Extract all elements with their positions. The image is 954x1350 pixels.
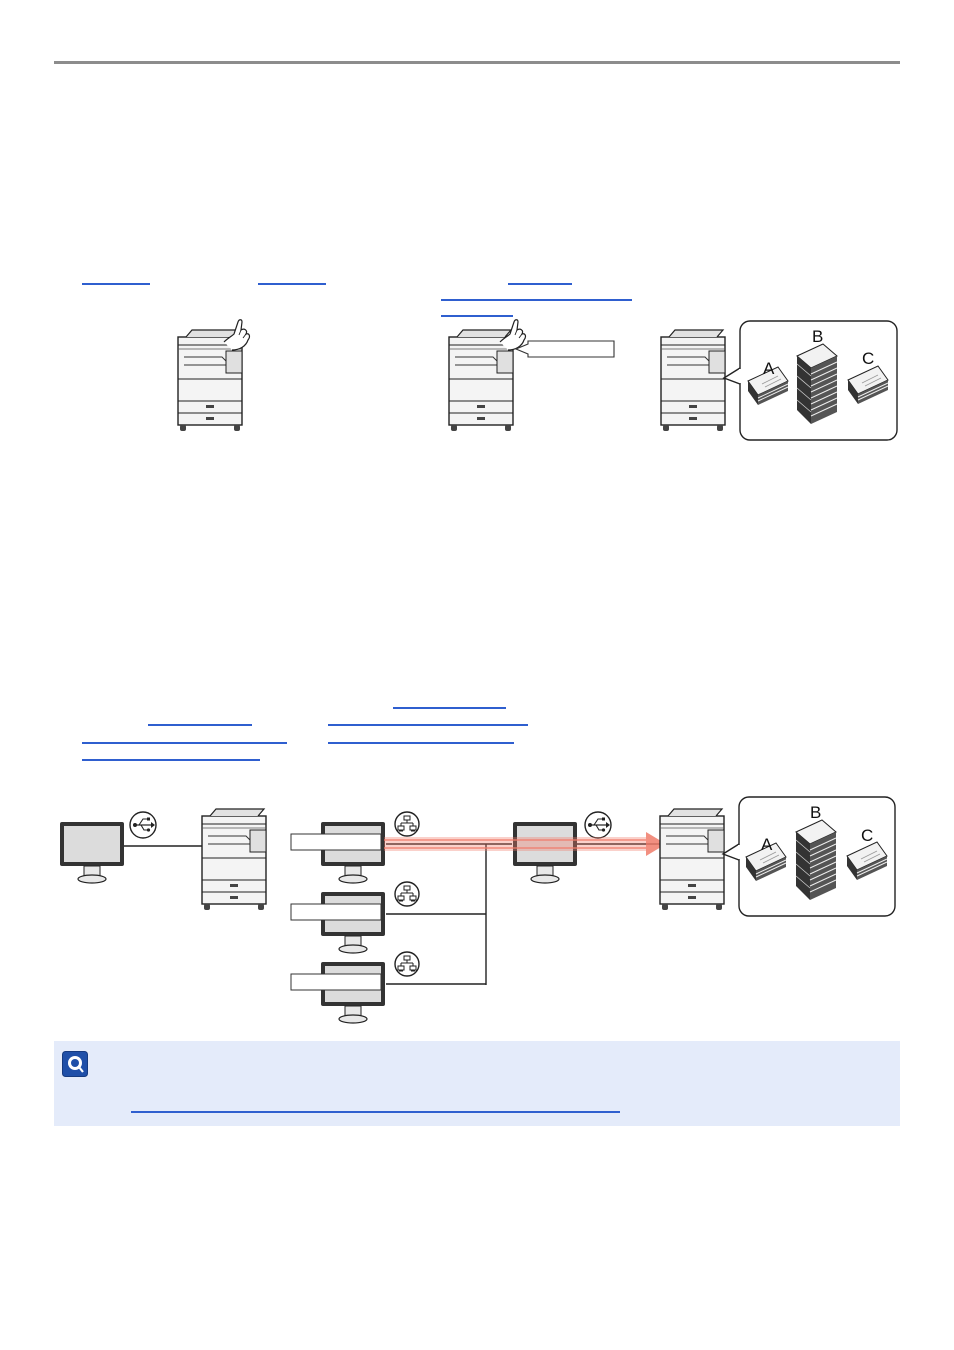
- monitor-4: [320, 961, 386, 1024]
- stack-b: [795, 819, 837, 901]
- note-link[interactable]: [131, 1111, 620, 1113]
- link-5[interactable]: [441, 315, 513, 317]
- note-box: [54, 1041, 900, 1126]
- pc-label-box: [290, 903, 382, 921]
- callout-box: [514, 340, 615, 358]
- usb-icon: [584, 811, 612, 839]
- printer-3: [660, 329, 726, 432]
- link-3[interactable]: [508, 283, 572, 285]
- illustrations: A B C A B C: [59, 319, 898, 1024]
- link-6[interactable]: [393, 707, 506, 709]
- stack-label-c: C: [861, 826, 873, 845]
- network-icon: [394, 881, 420, 907]
- monitor-2: [320, 821, 386, 884]
- header-rule: [54, 61, 900, 64]
- stack-label-a: A: [761, 835, 773, 854]
- monitor-3: [320, 891, 386, 954]
- data-flow-arrow: [384, 837, 646, 851]
- link-2[interactable]: [258, 283, 326, 285]
- link-7[interactable]: [148, 724, 252, 726]
- monitor-server: [512, 821, 578, 884]
- usb-icon: [129, 811, 157, 839]
- note-icon: [62, 1051, 88, 1077]
- link-4[interactable]: [441, 299, 632, 301]
- link-8[interactable]: [328, 724, 528, 726]
- printer-5: [659, 808, 725, 911]
- link-11[interactable]: [82, 759, 260, 761]
- stack-label-c: C: [862, 349, 874, 368]
- link-1[interactable]: [82, 283, 150, 285]
- pc-label-box: [290, 833, 382, 851]
- stack-b: [796, 343, 838, 425]
- stack-label-a: A: [763, 359, 775, 378]
- printer-4: [201, 808, 267, 911]
- network-icon: [394, 951, 420, 977]
- link-10[interactable]: [328, 742, 514, 744]
- stack-label-b: B: [812, 327, 823, 346]
- stack-label-b: B: [810, 803, 821, 822]
- link-9[interactable]: [82, 742, 287, 744]
- network-icon: [394, 811, 420, 837]
- pc-label-box: [290, 973, 382, 991]
- monitor-1: [59, 821, 125, 884]
